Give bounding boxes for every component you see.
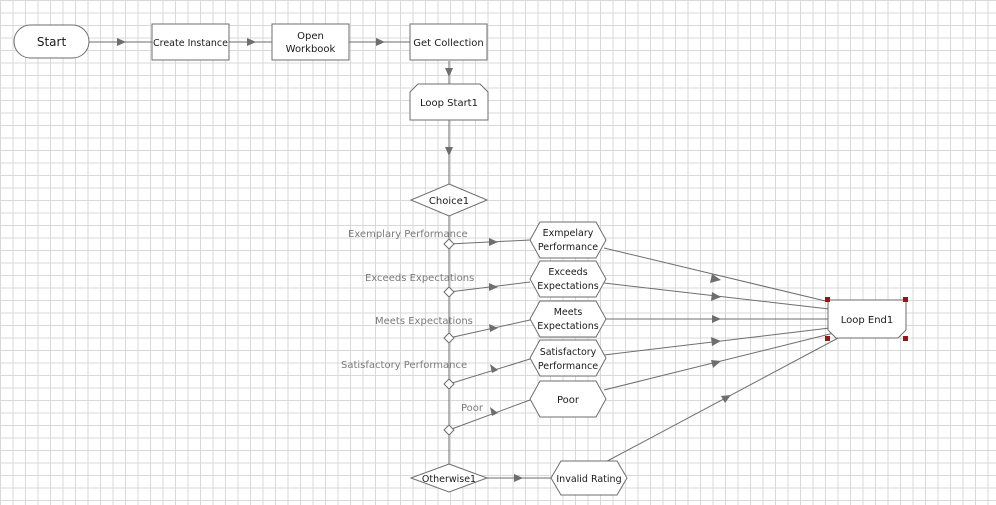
arrow-head bbox=[721, 395, 731, 403]
node-create-instance[interactable]: Create Instance bbox=[151, 23, 230, 61]
node-exceeds-expectations[interactable]: Exceeds Expectations bbox=[529, 260, 607, 298]
branch-point-satisfactory[interactable] bbox=[443, 378, 455, 390]
node-label-line1: Meets bbox=[554, 307, 583, 318]
decision-shape[interactable] bbox=[409, 183, 489, 217]
connector-exemplary-loopend bbox=[603, 247, 839, 305]
selection-handle[interactable] bbox=[903, 297, 908, 302]
node-open-workbook[interactable]: Open Workbook bbox=[271, 23, 350, 61]
node-label: Loop End1 bbox=[841, 315, 894, 326]
branch-points bbox=[443, 238, 455, 436]
node-label-line2: Workbook bbox=[286, 44, 336, 55]
connector-invalid-loopend bbox=[597, 336, 841, 467]
case-label-satisfactory: Satisfactory Performance bbox=[341, 360, 467, 371]
case-label-exceeds: Exceeds Expectations bbox=[365, 273, 474, 284]
arrow-head bbox=[117, 38, 126, 46]
branch-point-exceeds[interactable] bbox=[443, 286, 455, 298]
arrow-head bbox=[712, 315, 721, 323]
node-label-line2: Performance bbox=[538, 242, 598, 253]
node-label: Poor bbox=[557, 395, 580, 406]
hexagon-shape[interactable] bbox=[529, 339, 607, 377]
connector-exceeds-loopend bbox=[603, 282, 839, 311]
process-shape[interactable] bbox=[271, 23, 350, 61]
node-label-line1: Exmpelary bbox=[543, 228, 594, 239]
branch-point-exemplary[interactable] bbox=[443, 238, 455, 250]
arrow-head bbox=[445, 68, 453, 77]
arrow-head bbox=[710, 274, 721, 283]
start-terminator-shape[interactable] bbox=[13, 24, 90, 59]
connector-case-poor bbox=[448, 399, 531, 431]
node-label: Choice1 bbox=[429, 196, 469, 207]
node-label-line2: Performance bbox=[538, 361, 598, 372]
node-label-line1: Exceeds bbox=[548, 267, 587, 278]
node-label-line1: Satisfactory bbox=[540, 347, 597, 358]
hexagon-shape[interactable] bbox=[529, 300, 607, 338]
selection-handle[interactable] bbox=[903, 336, 908, 341]
arrow-head bbox=[711, 292, 721, 301]
node-label: Start bbox=[37, 35, 67, 49]
node-label: Create Instance bbox=[153, 38, 228, 49]
hexagon-shape[interactable] bbox=[529, 221, 607, 259]
process-shape[interactable] bbox=[151, 23, 230, 61]
hexagon-shape[interactable] bbox=[529, 260, 607, 298]
node-label: Loop Start1 bbox=[420, 98, 478, 109]
node-meets-expectations[interactable]: Meets Expectations bbox=[529, 300, 607, 338]
node-poor[interactable]: Poor bbox=[529, 380, 607, 418]
hexagon-shape[interactable] bbox=[529, 380, 607, 418]
case-label-exemplary: Exemplary Performance bbox=[348, 229, 468, 240]
node-get-collection[interactable]: Get Collection bbox=[409, 23, 488, 61]
arrow-head bbox=[711, 337, 721, 346]
selection-handle[interactable] bbox=[825, 336, 830, 341]
node-invalid-rating[interactable]: Invalid Rating bbox=[550, 460, 628, 496]
arrow-head bbox=[711, 360, 721, 368]
node-loop-end[interactable]: Loop End1 bbox=[825, 297, 908, 341]
arrow-head bbox=[489, 238, 498, 246]
connectors bbox=[89, 38, 841, 482]
case-label-meets: Meets Expectations bbox=[375, 316, 473, 327]
case-label-poor: Poor bbox=[461, 403, 484, 414]
selection-handle[interactable] bbox=[825, 297, 830, 302]
branch-point-poor[interactable] bbox=[443, 424, 455, 436]
node-start[interactable]: Start bbox=[13, 24, 90, 59]
process-shape[interactable] bbox=[409, 23, 488, 61]
arrow-head bbox=[376, 38, 385, 46]
decision-shape[interactable] bbox=[409, 463, 489, 493]
hexagon-shape[interactable] bbox=[550, 460, 628, 496]
node-loop-start[interactable]: Loop Start1 bbox=[409, 83, 489, 121]
arrow-head bbox=[490, 364, 498, 373]
node-satisfactory-performance[interactable]: Satisfactory Performance bbox=[529, 339, 607, 377]
node-choice[interactable]: Choice1 bbox=[409, 183, 489, 217]
branch-point-meets[interactable] bbox=[443, 332, 455, 344]
arrow-head bbox=[489, 283, 498, 291]
connector-case-satisfactory bbox=[448, 358, 531, 385]
connector-case-meets bbox=[448, 319, 531, 339]
loop-start-shape[interactable] bbox=[409, 83, 489, 121]
arrow-head bbox=[490, 407, 498, 416]
arrow-head bbox=[489, 324, 498, 332]
node-exemplary-performance[interactable]: Exmpelary Performance bbox=[529, 221, 607, 259]
node-otherwise[interactable]: Otherwise1 bbox=[409, 463, 489, 493]
node-label: Invalid Rating bbox=[556, 474, 621, 485]
node-label-line2: Expectations bbox=[537, 281, 598, 292]
node-label-line1: Open bbox=[297, 31, 324, 42]
node-label: Get Collection bbox=[413, 38, 483, 49]
arrow-head bbox=[247, 38, 256, 46]
node-label-line2: Expectations bbox=[537, 321, 598, 332]
arrow-head bbox=[445, 147, 453, 156]
node-label: Otherwise1 bbox=[422, 474, 476, 485]
arrow-head bbox=[514, 474, 523, 482]
